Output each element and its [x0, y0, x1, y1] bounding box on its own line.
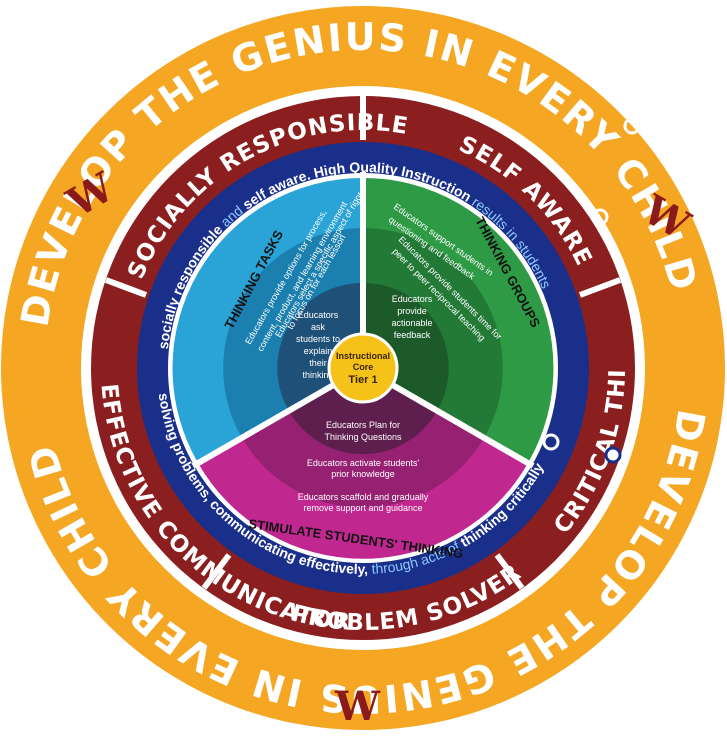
svg-text:remove support and guidance: remove support and guidance: [303, 503, 422, 513]
red-ring-dividers: [104, 96, 622, 590]
svg-text:provide: provide: [397, 306, 427, 316]
svg-text:explain: explain: [304, 346, 333, 356]
svg-text:thinking: thinking: [302, 370, 333, 380]
groups-inner-text: Educators provide actionable feedback: [391, 294, 432, 340]
svg-text:students to: students to: [296, 334, 340, 344]
ring-dot-icon: [623, 117, 641, 135]
svg-text:Core: Core: [353, 362, 374, 372]
svg-text:Educators: Educators: [298, 310, 339, 320]
svg-text:their: their: [309, 358, 327, 368]
stimulate-band-text: Educators activate students' prior knowl…: [298, 458, 429, 513]
stimulate-inner-text: Educators Plan for Thinking Questions: [324, 420, 402, 442]
svg-text:ask: ask: [311, 322, 326, 332]
core-label: Instructional Core Tier 1: [336, 351, 390, 386]
svg-text:Thinking Questions: Thinking Questions: [324, 432, 402, 442]
svg-text:W: W: [334, 683, 381, 730]
instructional-core-circle: [327, 332, 399, 404]
svg-text:prior knowledge: prior knowledge: [331, 469, 395, 479]
svg-text:Educators scaffold and gradual: Educators scaffold and gradually: [298, 492, 429, 502]
ring-dot-icon: [542, 433, 560, 451]
svg-text:actionable: actionable: [391, 318, 432, 328]
svg-text:Educators Plan for: Educators Plan for: [326, 420, 400, 430]
svg-text:Educators: Educators: [392, 294, 433, 304]
w-logo-bottom: W: [334, 683, 381, 730]
svg-text:Tier 1: Tier 1: [348, 374, 377, 386]
tasks-inner-text: Educators ask students to explain their …: [296, 310, 340, 380]
svg-text:Educators activate students': Educators activate students': [307, 458, 420, 468]
ring-dot-icon: [604, 446, 622, 464]
svg-text:feedback: feedback: [394, 330, 431, 340]
svg-text:Instructional: Instructional: [336, 351, 390, 361]
ring-dot-icon: [591, 208, 609, 226]
